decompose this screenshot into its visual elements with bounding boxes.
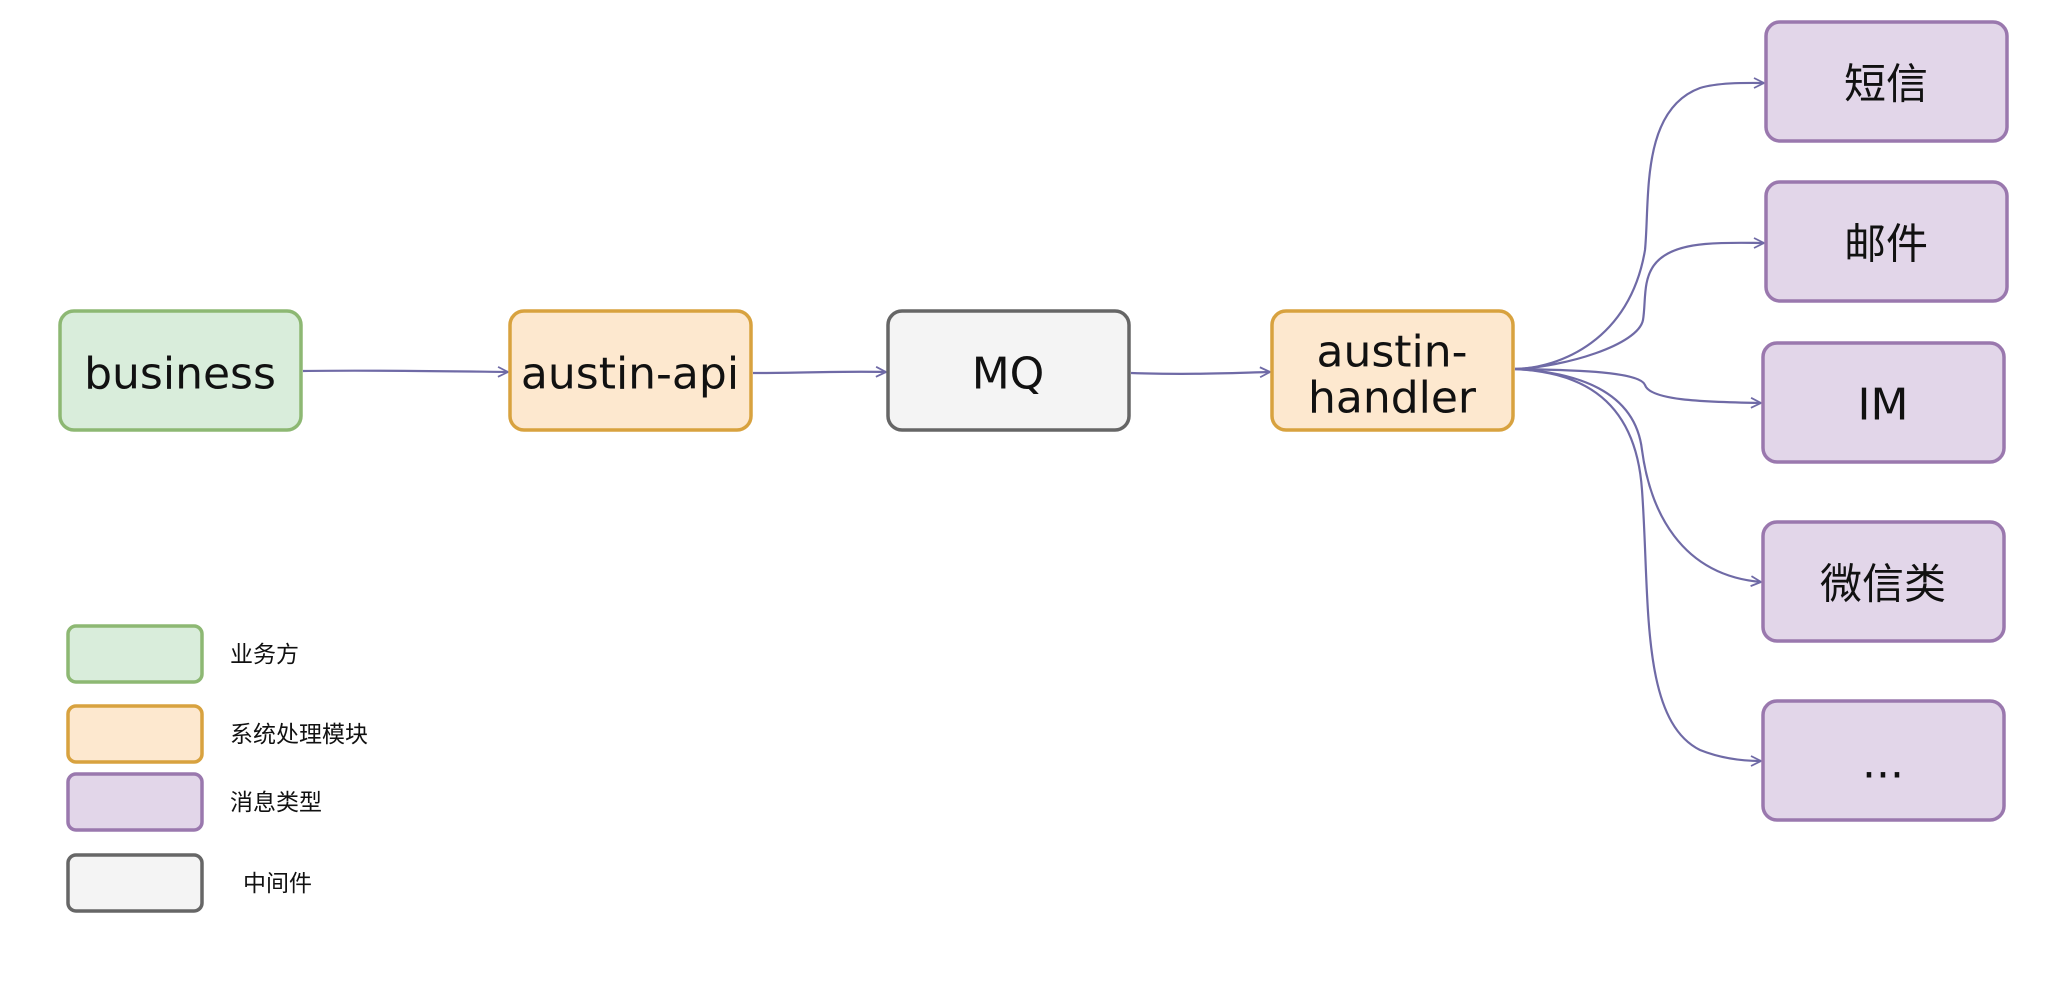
node-austin-api: austin-api (508, 309, 753, 432)
legend-item-business-side: 业务方 (66, 624, 299, 684)
node-mq: MQ (886, 309, 1131, 432)
legend-swatch-orange (66, 704, 204, 764)
legend: 业务方 系统处理模块 消息类型 中间件 (66, 624, 368, 913)
node-im: IM (1761, 341, 2006, 464)
node-austin-api-box (508, 309, 753, 432)
node-sms-label: 短信 (1844, 60, 1928, 109)
legend-label-system-module: 系统处理模块 (230, 722, 368, 748)
node-business-label: business (84, 349, 276, 400)
node-wechat-box (1761, 520, 2006, 643)
node-wechat-label: 微信类 (1820, 560, 1946, 609)
legend-swatch-gray (66, 853, 204, 913)
edge-business-to-austin-api (302, 366, 509, 378)
legend-item-system-module: 系统处理模块 (66, 704, 368, 764)
node-austin-handler-label-line1: austin- (1316, 327, 1467, 378)
edge-handler-to-wechat (1514, 367, 1762, 587)
node-more-label: ... (1862, 738, 1904, 789)
legend-label-middleware: 中间件 (243, 871, 312, 897)
legend-label-business-side: 业务方 (230, 642, 299, 668)
node-business-box (58, 309, 303, 432)
node-more-box (1761, 699, 2006, 822)
node-more: ... (1761, 699, 2006, 822)
node-austin-handler-box (1270, 309, 1515, 432)
node-austin-handler-label-line2: handler (1308, 373, 1477, 424)
node-email-box (1764, 180, 2009, 303)
edge-mq-to-austin-handler (1130, 366, 1271, 379)
node-business: business (58, 309, 303, 432)
node-im-label: IM (1858, 380, 1909, 431)
node-im-box (1761, 341, 2006, 464)
node-sms: 短信 (1764, 20, 2009, 143)
node-email: 邮件 (1764, 180, 2009, 303)
legend-item-message-type: 消息类型 (66, 772, 322, 832)
node-mq-label: MQ (972, 349, 1045, 400)
node-email-label: 邮件 (1844, 220, 1928, 269)
edge-handler-to-more (1514, 367, 1762, 767)
legend-label-message-type: 消息类型 (230, 790, 322, 816)
legend-item-middleware: 中间件 (66, 853, 312, 913)
edge-handler-to-sms (1514, 77, 1765, 371)
node-austin-api-label: austin-api (521, 349, 739, 400)
legend-swatch-green (66, 624, 204, 684)
node-mq-box (886, 309, 1131, 432)
legend-swatch-purple (66, 772, 204, 832)
edge-handler-to-im (1514, 367, 1762, 409)
edge-austin-api-to-mq (752, 365, 887, 378)
node-wechat: 微信类 (1761, 520, 2006, 643)
node-austin-handler: austin- handler (1270, 309, 1515, 432)
node-sms-box (1764, 20, 2009, 143)
edge-handler-to-email (1514, 237, 1765, 371)
